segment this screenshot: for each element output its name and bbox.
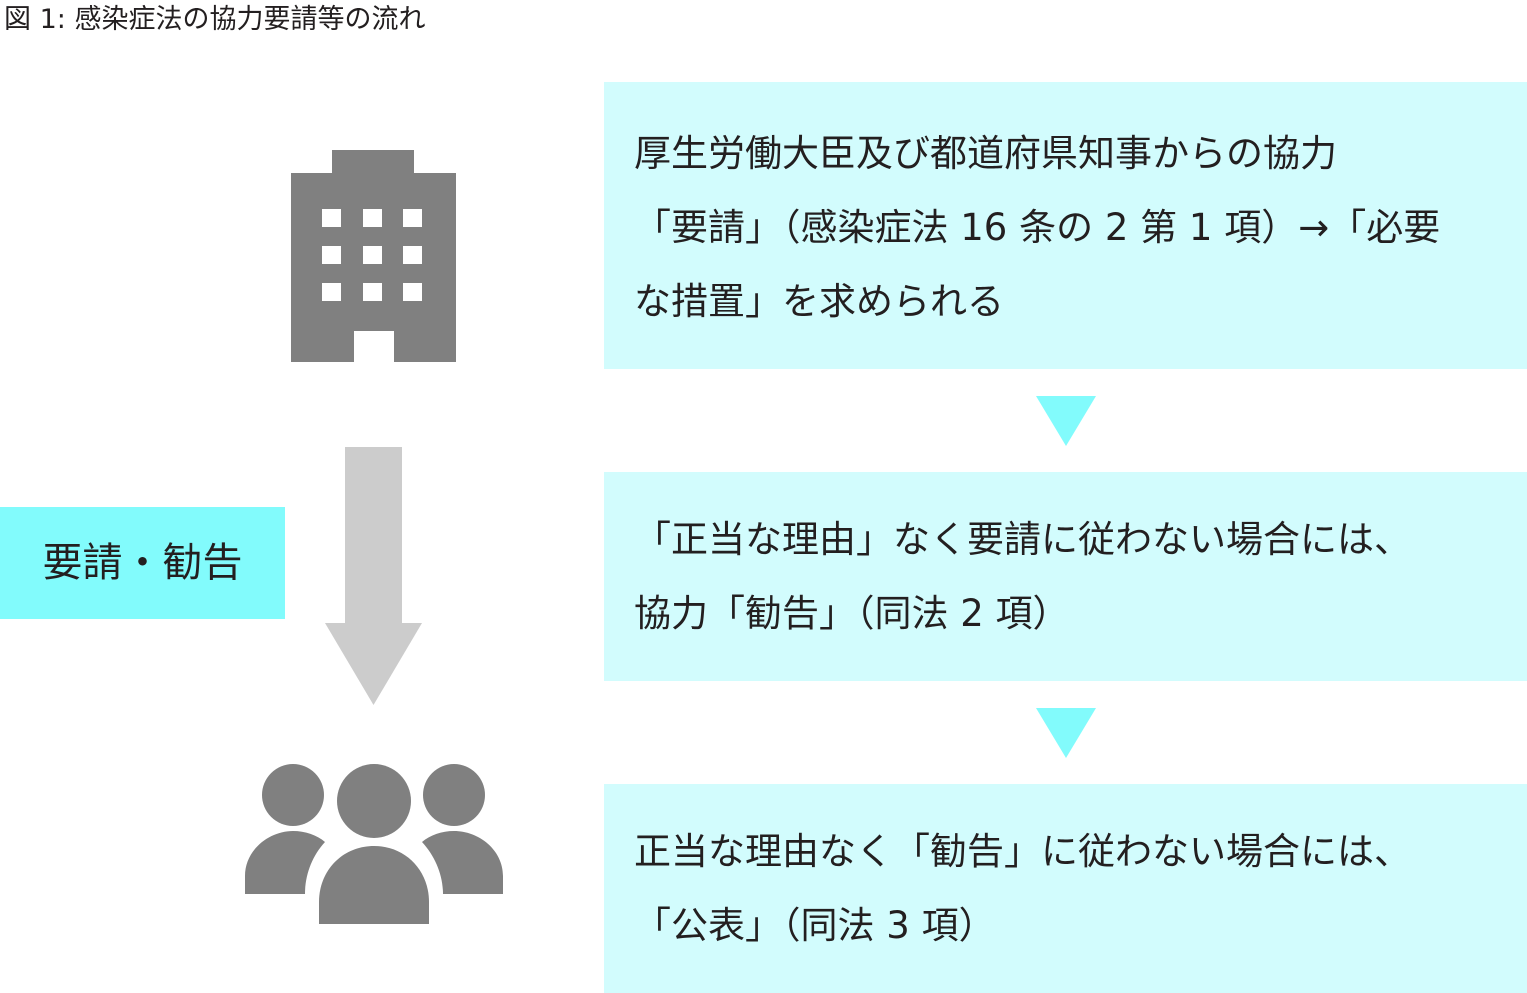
step-box-2: 「正当な理由」なく要請に従わない場合には、 協力「勧告」（同法 2 項） bbox=[604, 472, 1527, 681]
people-group-icon bbox=[245, 764, 503, 924]
step-2-line-2: 協力「勧告」（同法 2 項） bbox=[634, 591, 1070, 635]
step-text-2: 「正当な理由」なく要請に従わない場合には、 協力「勧告」（同法 2 項） bbox=[634, 503, 1411, 651]
step-text-1: 厚生労働大臣及び都道府県知事からの協力 「要請」（感染症法 16 条の 2 第 … bbox=[634, 117, 1440, 339]
step-box-3: 正当な理由なく「勧告」に従わない場合には、 「公表」（同法 3 項） bbox=[604, 784, 1527, 993]
step-text-3: 正当な理由なく「勧告」に従わない場合には、 「公表」（同法 3 項） bbox=[634, 815, 1411, 963]
step-1-line-2: 「要請」（感染症法 16 条の 2 第 1 項）→「必要 bbox=[634, 205, 1441, 249]
side-label-box: 要請・勧告 bbox=[0, 507, 285, 619]
step-1-line-1: 厚生労働大臣及び都道府県知事からの協力 bbox=[634, 131, 1337, 175]
arrow-down-icon bbox=[325, 447, 422, 705]
step-box-1: 厚生労働大臣及び都道府県知事からの協力 「要請」（感染症法 16 条の 2 第 … bbox=[604, 82, 1527, 369]
step-3-line-2: 「公表」（同法 3 項） bbox=[634, 903, 996, 947]
step-1-line-3: な措置」を求められる bbox=[634, 279, 1004, 323]
building-icon bbox=[291, 150, 456, 362]
step-3-line-1: 正当な理由なく「勧告」に従わない場合には、 bbox=[634, 829, 1411, 873]
side-label-text: 要請・勧告 bbox=[42, 540, 243, 586]
triangle-down-icon bbox=[1036, 708, 1096, 758]
figure-caption: 図 1: 感染症法の協力要請等の流れ bbox=[4, 4, 426, 35]
triangle-down-icon bbox=[1036, 396, 1096, 446]
step-2-line-1: 「正当な理由」なく要請に従わない場合には、 bbox=[634, 517, 1411, 561]
